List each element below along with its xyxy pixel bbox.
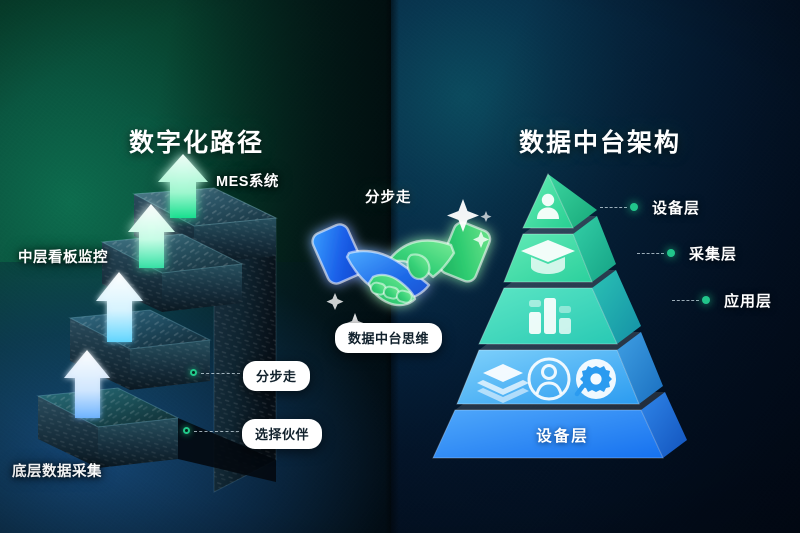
infographic-canvas: 数字化路径 数据中台架构 <box>0 0 800 533</box>
vignette-overlay <box>0 0 800 533</box>
